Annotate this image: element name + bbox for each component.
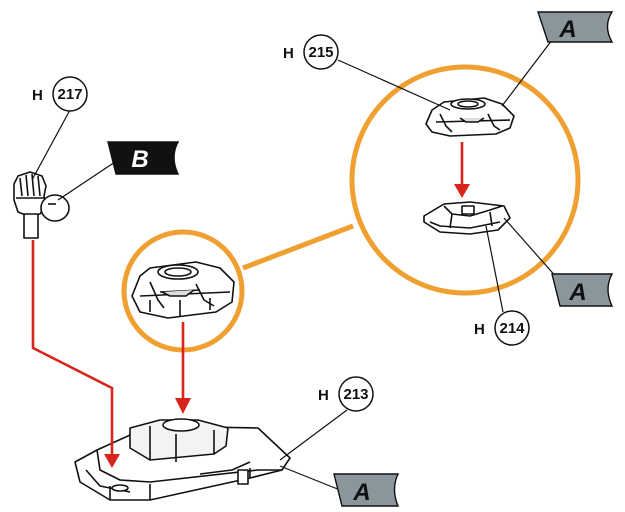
flag-a-top: A	[537, 11, 614, 43]
arrowhead-base-left	[104, 454, 120, 468]
flag-letter: A	[568, 279, 586, 306]
part-number: 213	[343, 386, 368, 403]
arrowhead-base-center	[175, 398, 191, 414]
flag-a-middle: A	[551, 273, 614, 307]
part-prefix: H	[474, 321, 485, 338]
part-label-h217: H 217	[32, 76, 88, 112]
part-h214	[423, 201, 511, 235]
part-label-h215: H 215	[283, 34, 339, 70]
leader-h217	[31, 109, 71, 181]
leader-h213	[279, 409, 348, 461]
part-number-circle	[52, 76, 88, 112]
arrow-h217-to-base	[31, 240, 114, 456]
arrowhead-h214	[454, 184, 470, 198]
arrow-heads	[104, 184, 470, 468]
flag-letter: B	[131, 146, 148, 173]
flag-a-bottom: A	[333, 473, 400, 507]
part-number-circle	[494, 310, 530, 346]
flag-letter: A	[558, 16, 576, 43]
leader-flag-a-bottom	[279, 465, 341, 491]
assembly-arrows	[31, 142, 464, 456]
callout-connector	[242, 223, 354, 271]
part-prefix: H	[318, 387, 329, 404]
part-number-circle	[303, 34, 339, 70]
part-number: 217	[57, 86, 82, 103]
leader-flag-b	[57, 159, 119, 201]
leader-flag-a-top	[501, 39, 553, 107]
flag-letter: A	[352, 479, 370, 506]
part-label-h213: H 213	[318, 376, 374, 412]
leader-h215	[337, 59, 451, 111]
callout-circle-large	[349, 64, 581, 296]
part-prefix: H	[283, 45, 294, 62]
part-h213-base	[74, 418, 291, 501]
part-label-h214: H 214	[474, 310, 530, 346]
part-assembly-closeup	[131, 261, 235, 319]
part-number: 214	[499, 320, 525, 337]
part-h215	[425, 97, 515, 137]
leader-h214	[485, 225, 504, 313]
part-number: 215	[308, 44, 333, 61]
part-h217	[13, 171, 70, 239]
part-number-circle	[338, 376, 374, 412]
part-prefix: H	[32, 87, 43, 104]
flag-b: B	[107, 141, 180, 175]
